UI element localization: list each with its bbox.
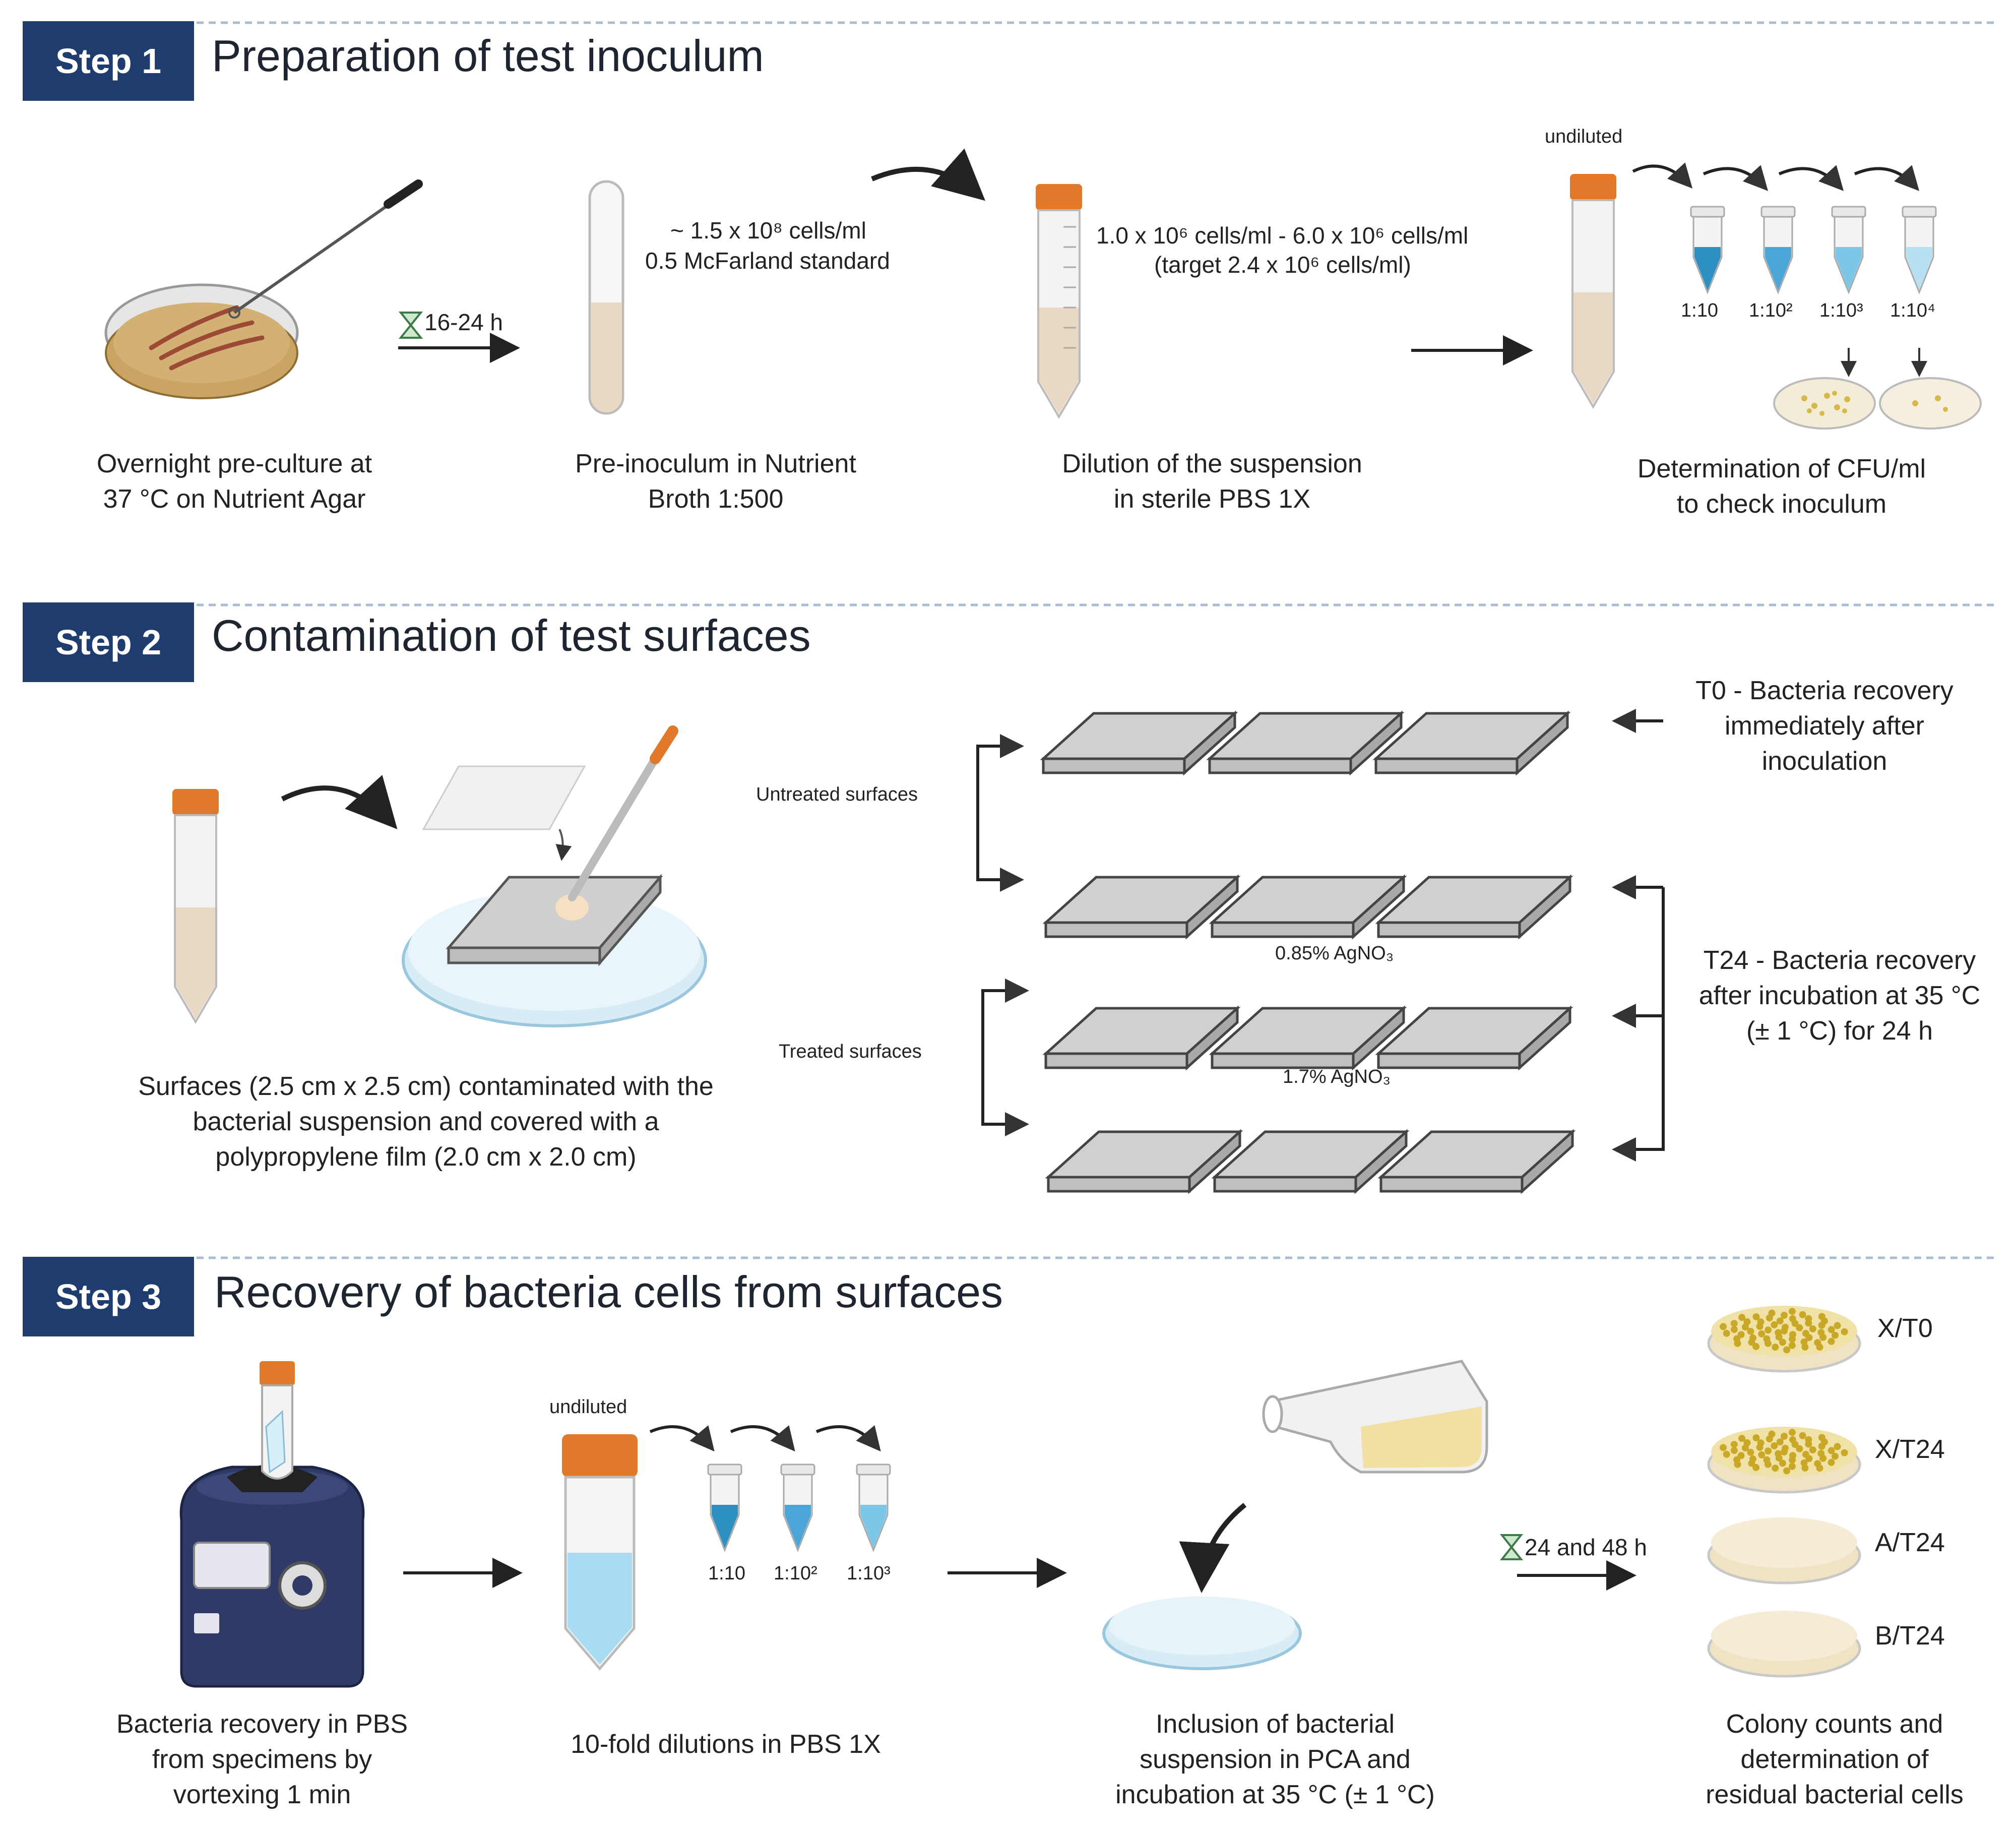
caption-colony-counts: Colony counts and determination of resid…: [1706, 1710, 1964, 1809]
caption-vortex-recovery: Bacteria recovery in PBS from specimens …: [116, 1710, 408, 1809]
agno3-085-label: 0.85% AgNO₃: [1275, 943, 1394, 964]
caption-preinoculum: Pre-inoculum in Nutrient Broth 1:500: [575, 449, 856, 514]
treated-surfaces-label: Treated surfaces: [779, 1041, 922, 1062]
count-plate-2-icon: [1879, 377, 1982, 430]
plate-label-x-t0: X/T0: [1877, 1314, 1933, 1343]
surface-slab-agno3-17-3: [1377, 1129, 1576, 1194]
t24-recovery-label: T24 - Bacteria recovery after incubation…: [1698, 946, 1981, 1046]
agno3-17-label: 1.7% AgNO₃: [1283, 1066, 1391, 1087]
untreated-bracket: [976, 734, 1024, 892]
falcon-tube-step3-icon: [562, 1434, 638, 1671]
count-plate-1-icon: [1773, 377, 1876, 430]
microtube-1-icon: [1690, 206, 1725, 295]
serial-dilution-arrows-step3: [649, 1425, 881, 1452]
step3-title: Recovery of bacteria cells from surfaces: [214, 1267, 1003, 1317]
cells-note-1: ~ 1.5 x 10⁸ cells/ml: [670, 217, 866, 243]
falcon-tube-undiluted-icon: [1570, 174, 1616, 409]
dilution-label-1: 1:10: [1681, 300, 1718, 321]
test-surfaces-grid: [1040, 710, 1576, 1194]
caption-cfu-determination: Determination of CFU/ml to check inoculu…: [1637, 454, 1926, 519]
dilution-label-3: 1:10³: [1819, 300, 1863, 321]
caption-dilution-suspension: Dilution of the suspension in sterile PB…: [1062, 449, 1362, 514]
petri-with-surface-icon: [402, 725, 707, 1027]
caption-10fold-dilutions: 10-fold dilutions in PBS 1X: [571, 1730, 881, 1759]
surface-slab-agno3-17-2: [1211, 1129, 1410, 1194]
result-plate-b-t24-icon: [1707, 1611, 1861, 1678]
dilution-note-1: 1.0 x 10⁶ cells/ml - 6.0 x 10⁶ cells/ml: [1096, 222, 1469, 249]
curved-arrow-to-dilution: [871, 148, 985, 201]
surface-slab-untreated-t0-1: [1040, 710, 1238, 776]
undiluted-label: undiluted: [1545, 126, 1623, 147]
step3-badge: Step 3: [23, 1257, 194, 1336]
hourglass-duration-step3: 24 and 48 h: [1525, 1534, 1648, 1560]
dilution-label-s3-1: 1:10: [708, 1563, 745, 1584]
curved-arrow-flask-to-dish: [1179, 1503, 1247, 1593]
dilution-note-2: (target 2.4 x 10⁶ cells/ml): [1154, 252, 1411, 278]
microtube-s3-2-icon: [780, 1463, 815, 1553]
microtube-2-icon: [1760, 206, 1796, 295]
vortex-mixer-icon: [179, 1361, 365, 1688]
surface-slab-agno3-085-1: [1042, 1005, 1241, 1071]
caption-overnight-preculture: Overnight pre-culture at 37 °C on Nutrie…: [96, 449, 372, 514]
test-tube-icon: [588, 180, 624, 415]
surface-slab-agno3-085-2: [1209, 1005, 1407, 1071]
result-plates: [1707, 1306, 1861, 1678]
surface-slab-agno3-17-1: [1045, 1129, 1243, 1194]
dilution-label-s3-3: 1:10³: [847, 1563, 891, 1584]
caption-surface-contamination: Surfaces (2.5 cm x 2.5 cm) contaminated …: [138, 1072, 714, 1172]
microtube-3-icon: [1831, 206, 1866, 295]
surface-slab-agno3-085-3: [1375, 1005, 1573, 1071]
agar-plate-icon: [104, 179, 423, 399]
cells-note-2: 0.5 McFarland standard: [645, 248, 890, 274]
falcon-tube-step2-icon: [172, 789, 219, 1024]
serial-dilution-arrows: [1632, 162, 1920, 191]
step2-badge: Step 2: [23, 602, 194, 682]
result-plate-x-t0-icon: [1707, 1306, 1861, 1373]
dilution-label-s3-2: 1:10²: [774, 1563, 817, 1584]
microtube-s3-1-icon: [707, 1463, 742, 1553]
plate-label-x-t24: X/T24: [1875, 1435, 1945, 1464]
surface-slab-untreated-t24-2: [1209, 874, 1407, 940]
untreated-surfaces-label: Untreated surfaces: [756, 784, 918, 805]
flask-icon: [1262, 1360, 1488, 1474]
microtube-4-icon: [1902, 206, 1937, 295]
plate-label-a-t24: A/T24: [1875, 1528, 1945, 1557]
hourglass-step3-icon: [1499, 1534, 1524, 1560]
plate-label-b-t24: B/T24: [1875, 1621, 1945, 1651]
microtube-s3-3-icon: [856, 1463, 891, 1553]
step1-title: Preparation of test inoculum: [212, 31, 764, 81]
undiluted-label-step3: undiluted: [549, 1396, 627, 1418]
hourglass-duration-label: 16-24 h: [424, 309, 503, 335]
surface-slab-untreated-t24-1: [1042, 874, 1241, 940]
surface-slab-untreated-t0-3: [1372, 710, 1571, 776]
caption-inclusion-pca: Inclusion of bacterial suspension in PCA…: [1115, 1710, 1435, 1809]
t0-recovery-label: T0 - Bacteria recovery immediately after…: [1695, 676, 1954, 776]
result-plate-x-t24-icon: [1707, 1427, 1861, 1494]
petri-dish-pca-icon: [1102, 1597, 1302, 1670]
dilution-label-2: 1:10²: [1749, 300, 1793, 321]
dilution-label-4: 1:10⁴: [1890, 300, 1936, 321]
surface-slab-untreated-t24-3: [1375, 874, 1573, 940]
step2-title: Contamination of test surfaces: [212, 611, 811, 660]
falcon-tube-icon: [1036, 184, 1082, 419]
curved-arrow-to-surface: [281, 775, 398, 829]
t24-bracket: [1612, 875, 1665, 1162]
surface-slab-untreated-t0-2: [1206, 710, 1405, 776]
result-plate-a-t24-icon: [1707, 1517, 1861, 1584]
treated-bracket: [981, 979, 1029, 1136]
hourglass-icon: [398, 312, 423, 339]
step1-badge: Step 1: [23, 21, 194, 101]
